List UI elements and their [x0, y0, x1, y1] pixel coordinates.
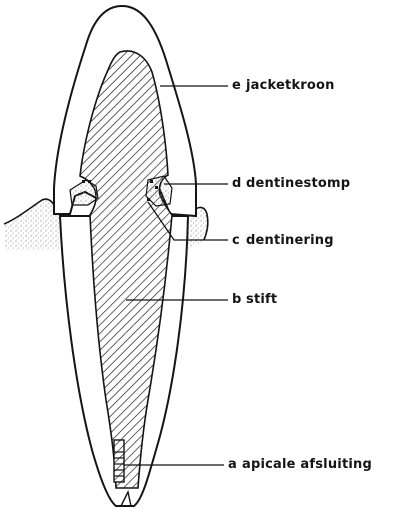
label-text-c: dentinering — [246, 233, 334, 248]
label-text-b: stift — [246, 292, 277, 307]
label-letter-a: a — [228, 457, 242, 472]
label-text-d: dentinestomp — [246, 176, 350, 191]
label-text-e: jacketkroon — [246, 78, 335, 93]
label-letter-e: e — [232, 78, 246, 93]
label-letter-b: b — [232, 292, 246, 307]
label-letter-c: c — [232, 233, 246, 248]
label-letter-d: d — [232, 176, 246, 191]
label-text-a: apicale afsluiting — [242, 457, 372, 472]
